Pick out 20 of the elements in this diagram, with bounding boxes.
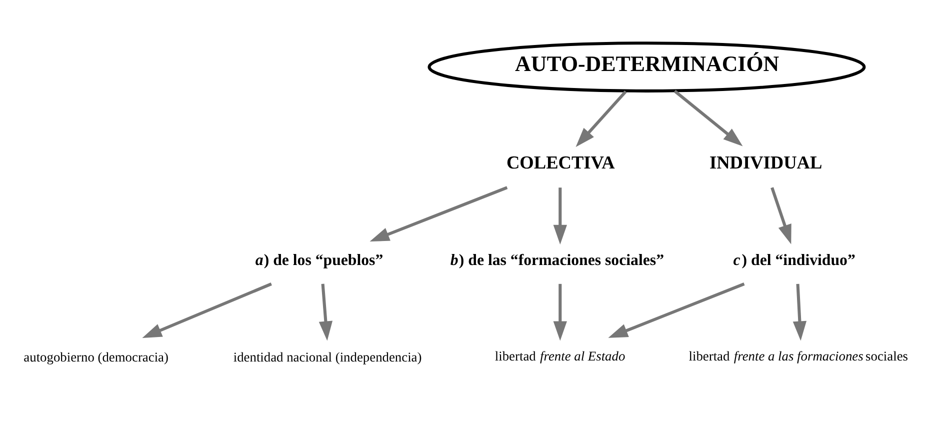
- arrow: [553, 187, 567, 244]
- arrow: [318, 283, 333, 340]
- arrow: [576, 90, 627, 146]
- arrow: [608, 282, 745, 338]
- arrow: [792, 283, 807, 340]
- node-text: c) del “individuo”: [733, 251, 856, 268]
- node-text: b) de las “formaciones sociales”: [450, 251, 664, 268]
- node-ellipse: AUTO-DETERMINACIÓN: [428, 41, 866, 92]
- node-text: libertad frente al Estado: [494, 348, 626, 363]
- node-text: a) de los “pueblos”: [255, 251, 384, 268]
- arrow: [370, 186, 508, 242]
- node-text: autogobierno (democracia): [24, 349, 168, 364]
- arrow: [674, 89, 743, 146]
- node-text: INDIVIDUAL: [710, 152, 822, 172]
- arrow: [142, 282, 272, 338]
- arrow: [770, 186, 792, 244]
- node-text: libertad frente a las formaciones sociales: [688, 348, 908, 363]
- node-text: COLECTIVA: [506, 152, 615, 172]
- arrow: [553, 283, 567, 340]
- node-text: identidad nacional (independencia): [233, 349, 422, 364]
